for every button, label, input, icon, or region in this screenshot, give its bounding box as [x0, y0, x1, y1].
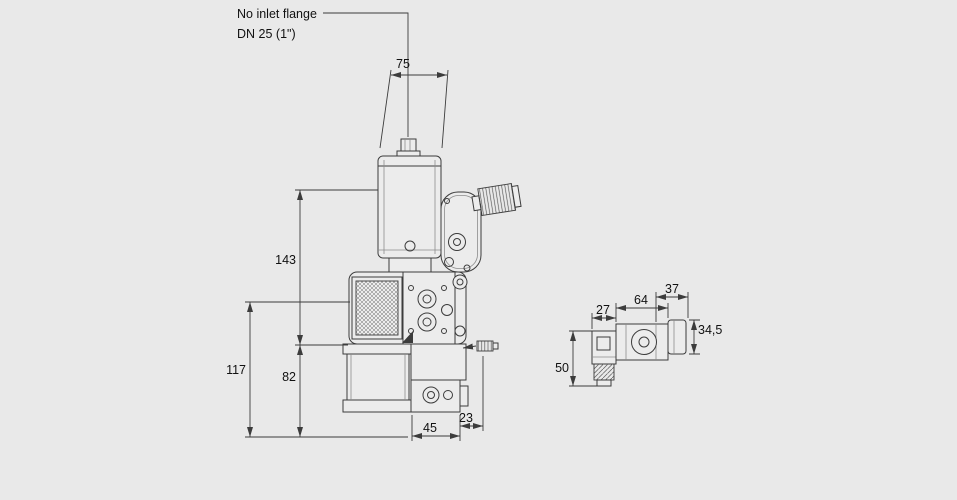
dimension-total-height: 117	[226, 301, 408, 438]
outlet-flange	[410, 343, 469, 413]
dimension-bottom-offset: 23	[459, 356, 484, 431]
dim-label-top-width: 75	[396, 57, 410, 71]
dimension-coil-height: 50	[555, 330, 597, 387]
dimension-bottom-width: 45	[411, 415, 461, 441]
valve-body	[348, 271, 468, 345]
annotation-line1: No inlet flange	[237, 7, 317, 21]
actuator-side-flap	[440, 191, 482, 273]
dimension-upper-height: 143	[275, 189, 378, 346]
actuator-neck	[388, 257, 432, 273]
inlet-flange-annotation: No inlet flange DN 25 (1")	[237, 7, 409, 137]
solenoid-side-view	[591, 319, 687, 387]
regulator-mesh	[355, 280, 399, 336]
lower-regulator-block	[342, 343, 414, 413]
dim-label-coil-height: 50	[555, 361, 569, 375]
valve-front-view	[342, 138, 522, 413]
solenoid-body	[615, 323, 669, 361]
dimension-flange-height: 34,5	[689, 319, 722, 355]
solenoid-coil-box	[591, 330, 617, 365]
dim-label-total-height: 117	[226, 363, 246, 377]
dim-label-bottom-width: 45	[423, 421, 437, 435]
mounting-flange-plate	[667, 319, 687, 355]
electrical-connector	[593, 363, 615, 387]
annotation-leader-line	[323, 12, 409, 137]
dimension-lower-height: 82	[282, 345, 303, 437]
test-nipple	[462, 340, 499, 352]
dim-label-flange-height: 34,5	[698, 323, 722, 337]
flow-direction-mark	[402, 331, 413, 343]
valve-top-knob	[396, 138, 421, 157]
dimension-connector-width: 27	[591, 303, 617, 329]
dimension-body-width: 64	[616, 293, 669, 318]
dim-label-upper-height: 143	[275, 253, 296, 267]
actuator-cylinder	[377, 155, 442, 259]
dimension-top-width: 75	[379, 57, 449, 149]
side-adjustment-knob	[471, 183, 522, 217]
dim-label-bottom-offset: 23	[459, 411, 473, 425]
dim-label-flange-depth: 37	[665, 282, 679, 296]
annotation-line2: DN 25 (1")	[237, 27, 296, 41]
dim-label-body-width: 64	[634, 293, 648, 307]
dim-label-connector-width: 27	[596, 303, 610, 317]
dimension-flange-depth: 37	[655, 282, 689, 322]
dim-label-lower-height: 82	[282, 370, 296, 384]
